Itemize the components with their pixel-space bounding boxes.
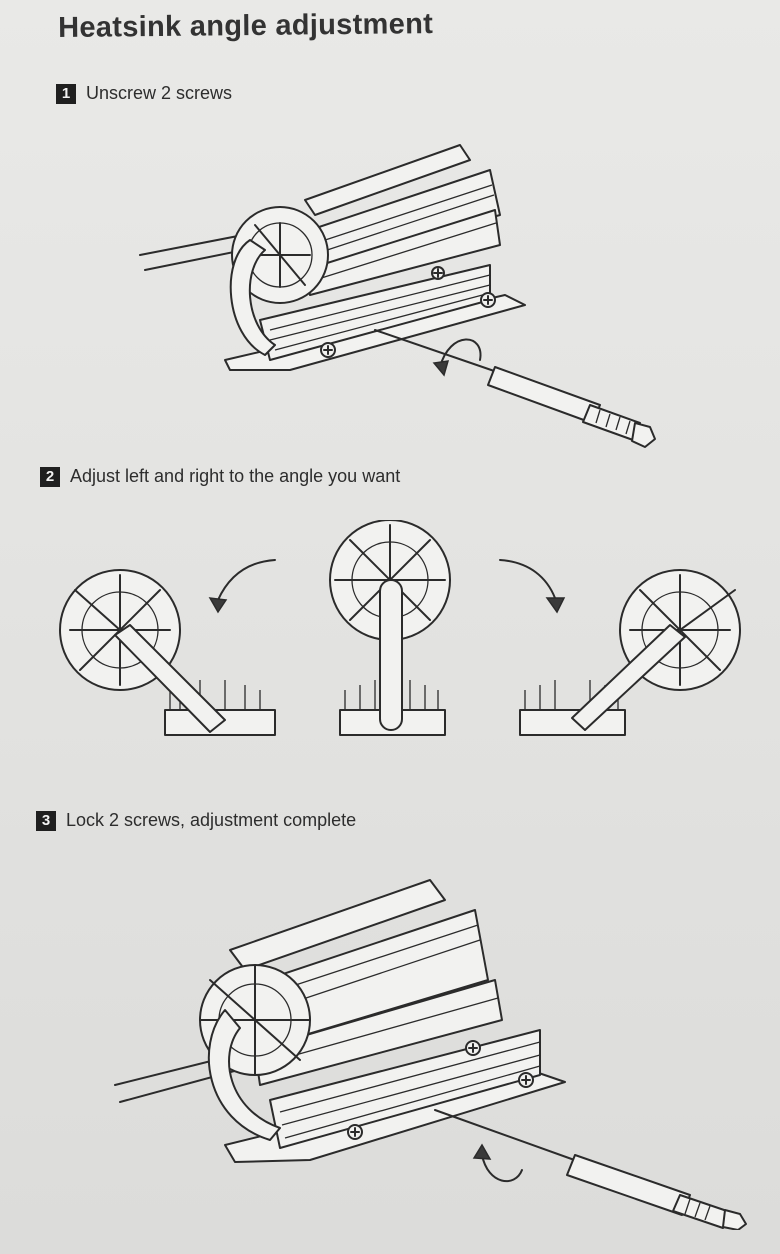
step-2-number: 2 <box>40 466 60 487</box>
page-title: Heatsink angle adjustment <box>58 8 434 44</box>
step-2-illustration <box>59 520 741 736</box>
heatpipe-center <box>379 579 403 731</box>
clip <box>229 239 276 356</box>
clip <box>207 1009 281 1141</box>
heatsink-left-position <box>59 569 276 736</box>
step-2-text: Adjust left and right to the angle you w… <box>70 466 401 486</box>
step-3-header: 3 Lock 2 screws, adjustment complete <box>36 810 356 831</box>
screwdriver-icon <box>434 1109 747 1230</box>
heatsink-icon <box>199 879 566 1163</box>
heatsink-right-position <box>519 569 741 736</box>
screw-icon <box>347 1040 534 1140</box>
step-3-text: Lock 2 screws, adjustment complete <box>66 810 357 830</box>
screw-icon <box>320 266 496 358</box>
heatpipe-left <box>114 624 226 733</box>
step-3-illustration <box>114 879 747 1230</box>
heatpipe-right <box>571 624 686 731</box>
mount-right <box>519 709 626 736</box>
step-1-text: Unscrew 2 screws <box>86 83 233 103</box>
mount-grooves <box>279 1041 541 1139</box>
step-2-header: 2 Adjust left and right to the angle you… <box>40 466 400 487</box>
heatsink-icon <box>224 144 526 371</box>
step-1-header: 1 Unscrew 2 screws <box>56 83 232 104</box>
mount-grooves <box>269 274 491 351</box>
screwdriver-icon <box>374 329 656 448</box>
rotate-arrow-icon <box>481 1154 523 1183</box>
step-1-illustration <box>139 144 656 448</box>
heatsink-center-position <box>329 520 451 736</box>
rotate-arrow-icon <box>499 559 556 599</box>
step-3-number: 3 <box>36 810 56 831</box>
rotate-arrow-icon <box>217 559 276 601</box>
step-1-number: 1 <box>56 83 76 104</box>
rotate-arrow-icon <box>439 338 482 368</box>
